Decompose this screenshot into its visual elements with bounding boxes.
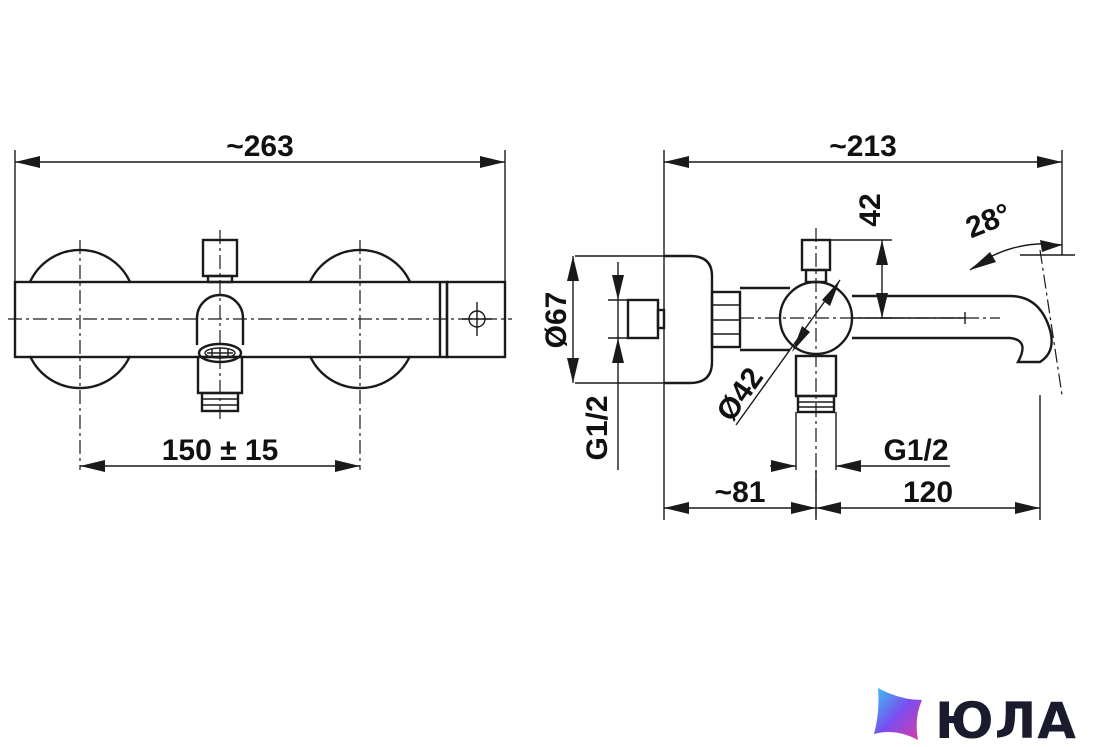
brand-watermark: ЮЛА (874, 688, 1077, 747)
wall-escutcheon (664, 254, 714, 385)
dim-line-42-diameter (735, 279, 841, 426)
arrow-right (480, 156, 505, 168)
spout-angle-axis (1039, 249, 1063, 396)
dim-body-diameter: Ø67 (540, 292, 573, 349)
dim-spindle-height: 42 (854, 193, 887, 226)
left-escutcheon-bottom (28, 355, 132, 390)
dim-inlet-thread: G1/2 (581, 395, 614, 460)
dim-center-distance: 150 ± 15 (162, 434, 279, 467)
dim-overall-depth: ~213 (829, 130, 897, 163)
bath-spout (852, 294, 1053, 364)
dim-overall-width: ~263 (226, 130, 294, 163)
front-view: ~263 (8, 130, 512, 472)
inlet-connector (626, 298, 660, 340)
dim-knob-diameter: Ø42 (710, 362, 770, 427)
aerator (197, 342, 243, 364)
dim-wall-to-axis: ~81 (715, 476, 766, 509)
right-escutcheon-bottom (308, 355, 412, 390)
side-view: ~213 Ø67 G1/2 Ø42 (540, 130, 1075, 520)
dim-spout-angle: 28° (961, 197, 1015, 245)
brand-logo-icon (874, 688, 922, 740)
spout-outlet (195, 293, 245, 345)
brand-name: ЮЛА (935, 692, 1077, 747)
dim-outlet-thread: G1/2 (883, 434, 948, 467)
arrow-left (15, 156, 40, 168)
shower-thread (200, 391, 240, 413)
dim-axis-to-spout: 120 (903, 476, 953, 509)
